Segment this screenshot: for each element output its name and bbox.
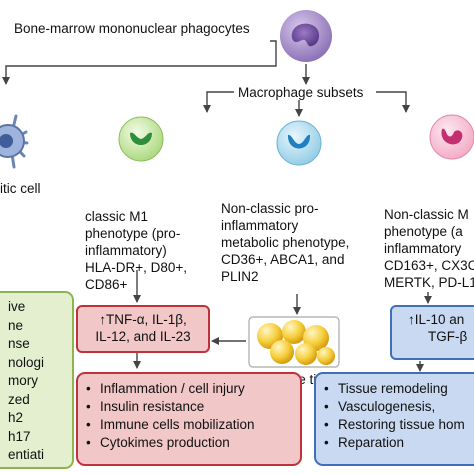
m1-cytokine-line: ↑TNF-α, IL-1β, — [99, 312, 187, 327]
m2-line: phenotype (a — [384, 224, 463, 239]
m2-cytokines-box: ↑IL-10 an TGF-β — [390, 305, 474, 360]
m2-effect-item: Vasculogenesis, — [316, 398, 474, 416]
m1-effect-item: Immune cells mobilization — [78, 416, 300, 434]
m1-effects-box: Inflammation / cell injury Insulin resis… — [76, 372, 302, 466]
m1-macrophage-icon — [118, 116, 164, 162]
m1-cytokines-box: ↑TNF-α, IL-1β, IL-12, and IL-23 — [76, 305, 210, 353]
metabolic-phenotype-text: Non-classic pro- inflammatory metabolic … — [221, 200, 349, 285]
green-line: mory — [8, 373, 38, 388]
m2-line: inflammatory — [384, 241, 462, 256]
m1-line: classic M1 — [85, 209, 149, 224]
m2-line: CD163+, CX3C — [384, 258, 474, 273]
m1-phenotype-text: classic M1 phenotype (pro- inflammatory)… — [85, 208, 187, 293]
m2-effects-box: Tissue remodeling Vasculogenesis, Restor… — [314, 372, 474, 466]
green-line: nologi — [8, 354, 45, 370]
m1-line: phenotype (pro- — [85, 226, 181, 241]
m2-cytokine-line: TGF-β — [428, 329, 468, 344]
green-line: ne — [8, 317, 24, 333]
m2-line: MERTK, PD-L1 — [384, 275, 474, 290]
metabolic-line: CD36+, ABCA1, and — [221, 252, 345, 267]
dendritic-function-box: ive ne nse nologi mory zed h2 h17 entiat… — [0, 291, 74, 469]
metabolic-line: PLIN2 — [221, 269, 259, 284]
m2-effect-item: Reparation — [316, 434, 474, 452]
green-line: nse — [8, 336, 30, 351]
top-label: Bone-marrow mononuclear phagocytes — [14, 21, 250, 36]
metabolic-line: inflammatory — [221, 218, 299, 233]
m2-macrophage-icon — [429, 114, 474, 160]
m1-line: CD86+ — [85, 277, 128, 292]
green-line: entiati — [8, 447, 45, 462]
m2-line: Non-classic M — [384, 207, 469, 222]
adipose-tissue-icon — [248, 316, 340, 368]
green-line: h2 — [8, 410, 24, 425]
m2-effect-item: Restoring tissue hom — [316, 416, 474, 434]
m1-effect-item: Cytokimes production — [78, 434, 300, 452]
green-line: ive — [8, 299, 26, 314]
metabolic-line: Non-classic pro- — [221, 201, 319, 216]
monocyte-icon — [280, 10, 332, 62]
macrophage-subsets-label: Macrophage subsets — [238, 85, 364, 100]
green-line: h17 — [8, 428, 31, 444]
m1-cytokine-line: IL-12, and IL-23 — [95, 329, 191, 344]
m1-line: HLA-DR+, D80+, — [85, 260, 188, 275]
dendritic-cell-icon — [0, 114, 29, 169]
m1-effect-item: Insulin resistance — [78, 398, 300, 416]
m2-phenotype-text: Non-classic M phenotype (a inflammatory … — [384, 206, 474, 291]
m2-effect-item: Tissue remodeling — [316, 380, 474, 398]
m1-line: inflammatory) — [85, 243, 167, 258]
metabolic-macrophage-icon — [276, 120, 322, 166]
m1-effect-item: Inflammation / cell injury — [78, 380, 300, 398]
m2-cytokine-line: ↑IL-10 an — [408, 312, 465, 327]
green-line: zed — [8, 391, 30, 407]
metabolic-line: metabolic phenotype, — [221, 235, 350, 250]
dendritic-cell-label: itic cell — [0, 181, 41, 196]
